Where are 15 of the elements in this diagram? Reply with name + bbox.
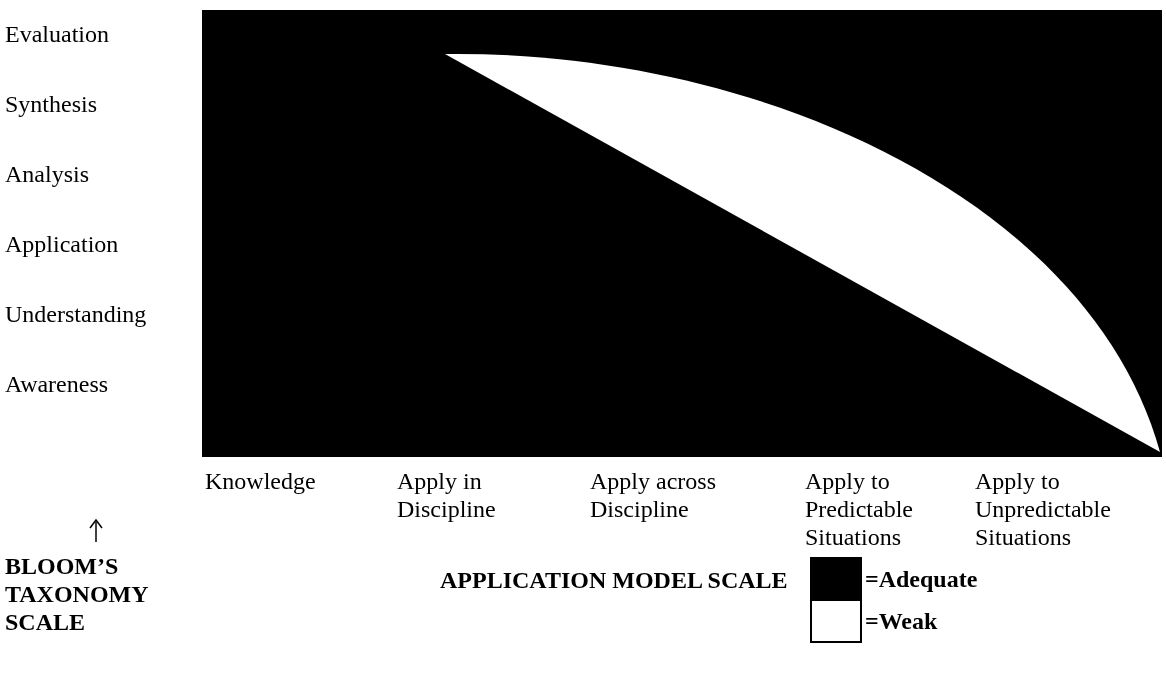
axis-label: Understanding [5,300,147,328]
axis-title: APPLICATION MODEL SCALE [440,566,789,594]
legend-label: =Weak [865,607,938,635]
axis-label: Knowledge [205,467,317,495]
axis-label: Application [5,230,119,258]
axis-label: Synthesis [5,90,97,118]
axis-label: Apply to Predictable Situations [805,467,914,551]
axis-label: Apply in Discipline [397,467,497,523]
axis-title: BLOOM’S TAXONOMY SCALE [5,552,149,636]
axis-label: Evaluation [5,20,109,48]
axis-label: Apply across Discipline [590,467,717,523]
axis-label: Analysis [5,160,89,188]
legend-label: =Adequate [865,565,978,593]
axis-label: Awareness [5,370,109,398]
axis-label: Apply to Unpredictable Situations [975,467,1112,551]
